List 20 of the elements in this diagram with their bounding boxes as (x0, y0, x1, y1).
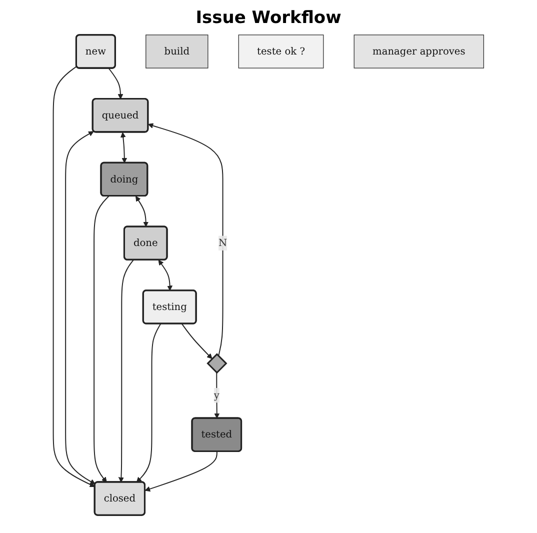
arrow (136, 323, 162, 482)
node-box: teste ok ? (238, 34, 324, 68)
arrow (120, 132, 128, 164)
arrow (94, 196, 110, 482)
diagram-title: Issue Workflow (194, 8, 342, 28)
edge-label: y (214, 389, 220, 401)
arrow (214, 372, 220, 419)
arrow (148, 123, 224, 357)
arrow (108, 68, 124, 100)
node-diamond (206, 353, 228, 374)
arrow (65, 131, 96, 484)
arrow (158, 260, 172, 291)
arrow (144, 451, 218, 492)
arrow (118, 259, 134, 482)
node-box: build (146, 34, 208, 68)
arrow (181, 323, 212, 359)
arrow (52, 66, 96, 488)
node-box: manager approves (354, 34, 484, 68)
arrow (136, 196, 149, 228)
edge-label: N (218, 236, 228, 249)
